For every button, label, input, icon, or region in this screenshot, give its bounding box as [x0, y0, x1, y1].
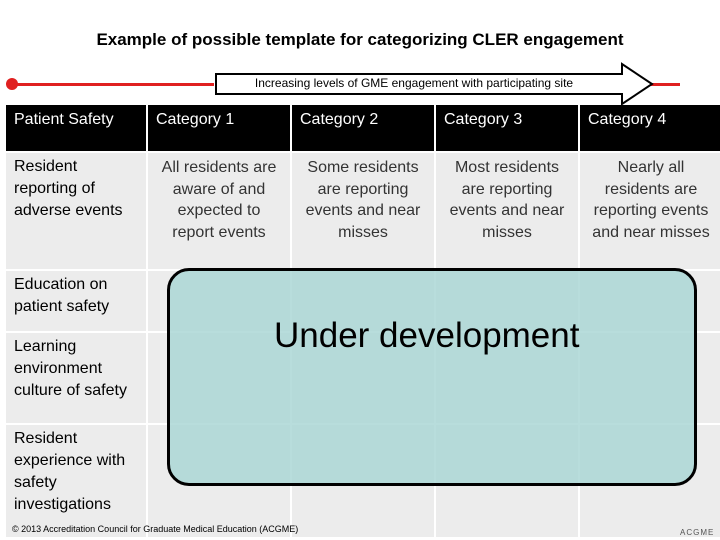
header-category-3: Category 3 [436, 105, 578, 151]
header-patient-safety: Patient Safety [6, 105, 146, 151]
arrow-line-right [646, 83, 680, 86]
acgme-logo: ACGME [680, 528, 715, 537]
arrow-label: Increasing levels of GME engagement with… [254, 76, 574, 90]
row-label-education: Education on patient safety [6, 271, 146, 331]
header-category-4: Category 4 [580, 105, 720, 151]
cell-reporting-cat3: Most residents are reporting events and … [436, 153, 578, 269]
row-label-reporting: Resident reporting of adverse events [6, 153, 146, 269]
under-development-overlay [167, 268, 697, 486]
cell-reporting-cat2: Some residents are reporting events and … [292, 153, 434, 269]
slide-title: Example of possible template for categor… [96, 30, 624, 49]
copyright-footer: © 2013 Accreditation Council for Graduat… [12, 524, 299, 534]
cell-reporting-cat4: Nearly all residents are reporting event… [580, 153, 720, 269]
arrow-line-left [14, 83, 214, 86]
cell-reporting-cat1: All residents are aware of and expected … [148, 153, 290, 269]
engagement-arrow-icon [215, 62, 654, 106]
row-label-learning-environment: Learning environment culture of safety [6, 333, 146, 423]
row-label-investigations: Resident experience with safety investig… [6, 425, 146, 537]
header-category-1: Category 1 [148, 105, 290, 151]
header-category-2: Category 2 [292, 105, 434, 151]
overlay-text: Under development [274, 316, 580, 355]
arrow-start-dot [6, 78, 18, 90]
